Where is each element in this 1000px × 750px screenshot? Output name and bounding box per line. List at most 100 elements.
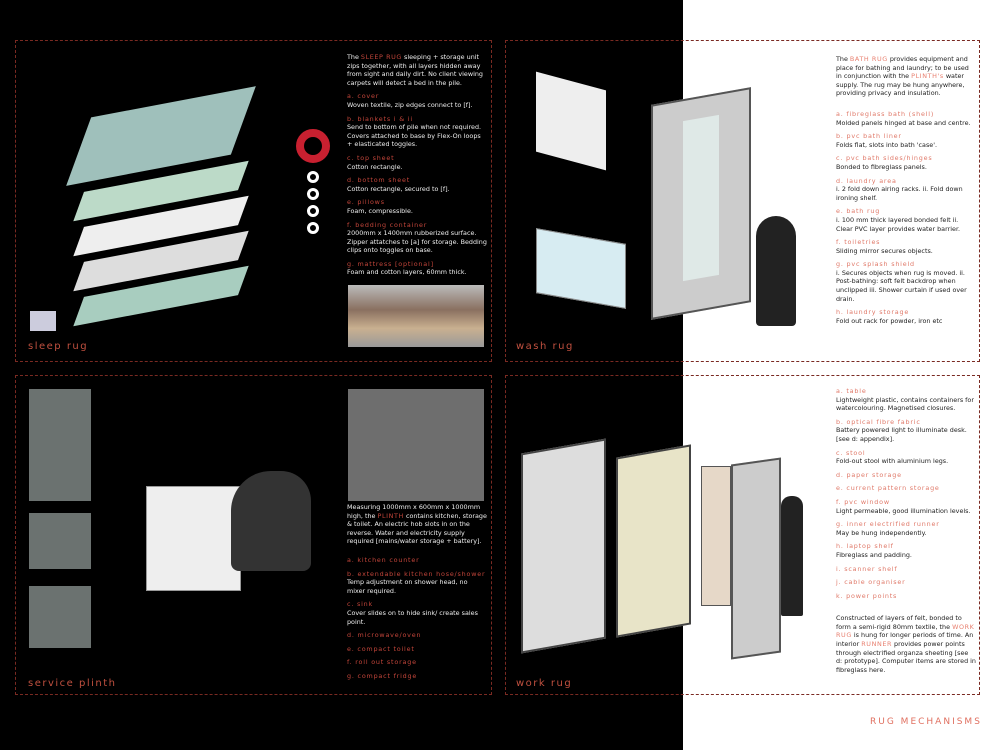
spec-item-desc: Cotton rectangle.	[347, 162, 403, 171]
spec-item-label: a. fibreglass bath (shell)	[836, 109, 935, 118]
spec-item-desc: Cover slides on to hide sink/ create sal…	[347, 608, 478, 626]
spec-item-desc: Foam and cotton layers, 60mm thick.	[347, 268, 467, 277]
spec-item-label: f. bedding container	[347, 220, 428, 229]
plinth-parts-photo	[348, 389, 484, 501]
spec-item-desc: Woven textile, zip edges connect to [f].	[347, 100, 473, 109]
spec-item-label: b. optical fibre fabric	[836, 417, 921, 426]
spec-item: d. microwave/oven	[347, 631, 487, 640]
spec-item-label: b. blankets i & ii	[347, 114, 413, 123]
spec-item-label: h. laptop shelf	[836, 542, 894, 551]
spec-item: k. power points	[836, 592, 976, 601]
spec-item-label: e. pillows	[347, 198, 385, 207]
spec-item-label: f. toiletries	[836, 238, 881, 247]
spec-item: e. current pattern storage	[836, 484, 976, 493]
spec-item-label: c. sink	[347, 600, 374, 609]
spec-item-label: b. extendable kitchen hose/shower	[347, 569, 486, 578]
spec-item-desc: Lightweight plastic, contains containers…	[836, 395, 974, 413]
spec-item-label: b. pvc bath liner	[836, 132, 902, 141]
service-plinth-panel: service plinth	[15, 375, 492, 695]
spec-item: g. compact fridge	[347, 672, 487, 681]
spec-item-label: c. pvc bath sides/hinges	[836, 154, 933, 163]
spec-item-label: i. scanner shelf	[836, 564, 898, 573]
spec-item: g. mattress [optional]Foam and cotton la…	[347, 260, 487, 277]
sleep-rug-panel: sleep rug	[15, 40, 492, 362]
spec-item: f. roll out storage	[347, 658, 487, 667]
wash-rug-panel: wash rug	[505, 40, 980, 362]
spec-item-desc: Fold-out stool with aluminium legs.	[836, 457, 949, 466]
spec-item-desc: Foam, compressible.	[347, 206, 413, 215]
person-silhouette	[231, 471, 311, 571]
sleep-rug-description: The SLEEP RUG sleeping + storage unit zi…	[347, 53, 487, 277]
bath-tub-illustration	[536, 228, 626, 309]
spec-item-label: e. compact toilet	[347, 644, 415, 653]
spec-item-desc: i. 2 fold down airing racks. ii. Fold do…	[836, 185, 963, 202]
inner-runner-illustration	[701, 466, 731, 606]
spec-item: e. compact toilet	[347, 645, 487, 654]
red-ring-icon	[296, 129, 330, 163]
spec-item-label: a. kitchen counter	[347, 555, 420, 564]
spec-item-label: d. paper storage	[836, 470, 902, 479]
spec-item-label: e. current pattern storage	[836, 484, 940, 493]
spec-item-label: d. bottom sheet	[347, 176, 411, 185]
exploded-bed-layers-illustration	[56, 81, 256, 327]
person-silhouette	[781, 496, 803, 616]
board-title: RUG MECHANISMS	[870, 717, 982, 727]
spec-item-desc: Fold out rack for powder, iron etc	[836, 316, 943, 325]
hung-work-rug-illustration	[731, 457, 781, 660]
spec-item-label: h. laundry storage	[836, 308, 910, 317]
plinth-description: Measuring 1000mm x 600mm x 1000mm high, …	[347, 503, 487, 681]
plinth-unit-illustration	[146, 486, 241, 591]
spec-item-label: c. top sheet	[347, 153, 395, 162]
hose-photo	[29, 586, 91, 648]
panel-title: wash rug	[516, 341, 574, 352]
spec-item-label: d. microwave/oven	[347, 631, 422, 640]
toilet-photo	[29, 389, 91, 501]
spec-item-label: g. mattress [optional]	[347, 259, 434, 268]
ring-icon	[307, 222, 319, 234]
person-silhouette	[756, 216, 796, 326]
spec-item-label: g. pvc splash shield	[836, 260, 915, 269]
spec-item-desc: i. 100 mm thick layered bonded felt ii. …	[836, 215, 961, 233]
spec-item-desc: Temp adjustment on shower head, no mixer…	[347, 578, 468, 595]
spec-item: i. scanner shelf	[836, 565, 976, 574]
spec-item-label: c. stool	[836, 448, 866, 457]
work-desk-illustration	[616, 444, 691, 638]
spec-item: j. cable organiser	[836, 578, 976, 587]
spec-item-label: f. pvc window	[836, 497, 890, 506]
spec-item-desc: Light permeable, good illumination level…	[836, 506, 971, 515]
spec-item: a. fibreglass bath (shell)Molded panels …	[836, 110, 976, 127]
spec-item: d. paper storage	[836, 471, 976, 480]
spec-item-label: g. inner electrified runner	[836, 520, 940, 529]
spec-item-label: d. laundry area	[836, 176, 897, 185]
hinged-bath-rug-illustration	[651, 87, 751, 320]
spec-item-label: f. roll out storage	[347, 658, 417, 667]
ring-icon	[307, 205, 319, 217]
spec-item-label: g. compact fridge	[347, 671, 418, 680]
work-rug-panel-illustration	[521, 438, 606, 654]
panel-title: work rug	[516, 678, 573, 689]
spec-item-label: j. cable organiser	[836, 578, 906, 587]
ring-icon	[307, 171, 319, 183]
panel-title: sleep rug	[28, 341, 89, 352]
spec-item-desc: 2000mm x 1400mm rubberized surface. Zipp…	[347, 229, 487, 255]
spec-item-desc: Battery powered light to illuminate desk…	[836, 426, 967, 443]
spec-item-label: a. table	[836, 387, 867, 395]
